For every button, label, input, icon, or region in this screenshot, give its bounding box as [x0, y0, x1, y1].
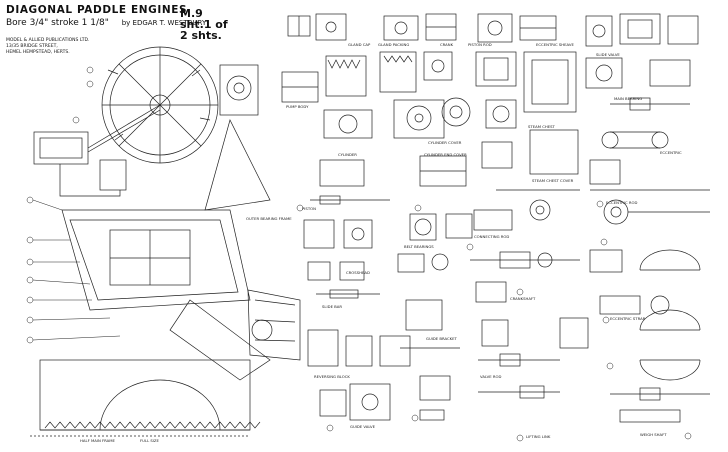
label-eccentric-strap: ECCENTRIC STRAP: [610, 316, 645, 321]
callout-circles: [26, 66, 121, 344]
sheet-code: M.9: [180, 7, 203, 20]
detail-column-4: [585, 13, 710, 423]
label-steam-chest: STEAM CHEST: [528, 124, 555, 129]
label-cylinder-end-cover: CYLINDER END COVER: [424, 152, 467, 157]
label-crankshaft: CRANKSHAFT: [510, 296, 536, 301]
label-gland-packing: GLAND PACKING: [378, 42, 410, 47]
label-piston: PISTON: [302, 206, 316, 211]
upper-engine-assembly: [33, 64, 271, 211]
publisher-line: 13/35 BRIDGE STREET,: [6, 44, 58, 49]
section-markers: [296, 200, 692, 442]
label-belt-bearings: BELT BEARINGS: [404, 244, 434, 249]
bore-stroke-line: Bore 3/4" stroke 1 1/8" by EDGAR T. WEST…: [6, 18, 206, 28]
label-eccentric: ECCENTRIC: [660, 150, 682, 155]
label-slide-bar: SLIDE BAR: [322, 304, 343, 309]
label-gland-cap: GLAND CAP: [348, 42, 371, 47]
label-scale: FULL SIZE: [140, 438, 159, 443]
label-outer-bearing-frame: OUTER BEARING FRAME: [246, 216, 292, 221]
label-eccentric-rod: ECCENTRIC ROD: [606, 200, 638, 205]
lower-engine-assembly: [30, 209, 301, 437]
label-crosshead: CROSSHEAD: [346, 270, 370, 275]
stroke-value: 1 1/8": [81, 18, 109, 28]
label-connecting-rod: CONNECTING ROD: [474, 234, 510, 239]
publisher-block: MODEL & ALLIED PUBLICATIONS LTD. 13/35 B…: [6, 38, 96, 56]
detail-column-1: [281, 13, 411, 421]
label-slide-valve: SLIDE VALVE: [596, 52, 620, 57]
label-eccentric-sheave: ECCENTRIC SHEAVE: [536, 42, 574, 47]
label-pump-body: PUMP BODY: [286, 104, 309, 109]
bore-value: 3/4": [29, 18, 49, 28]
author: by EDGAR T. WESTBURY: [121, 19, 207, 27]
sheet-count: 2 shts.: [180, 29, 222, 42]
bore-label: Bore: [6, 18, 27, 28]
stroke-label: stroke: [51, 18, 79, 28]
sheet-code-block: M.9 sht.1 of 2 shts.: [180, 8, 240, 41]
label-weigh-shaft: WEIGH SHAFT: [640, 432, 667, 437]
label-guide-valve: GUIDE VALVE: [350, 424, 376, 429]
label-lifting-link: LIFTING LINK: [526, 434, 551, 439]
label-valve-rod: VALVE ROD: [480, 374, 502, 379]
publisher-line: MODEL & ALLIED PUBLICATIONS LTD.: [6, 38, 90, 43]
title-block: DIAGONAL PADDLE ENGINES Bore 3/4" stroke…: [6, 4, 264, 66]
label-crank: CRANK: [440, 42, 454, 47]
label-steam-chest-cover: STEAM CHEST COVER: [532, 178, 574, 183]
label-cylinder-cover: CYLINDER COVER: [428, 140, 462, 145]
label-cylinder: CYLINDER: [338, 152, 357, 157]
sheet-of: sht.1 of: [180, 18, 228, 31]
label-main-bearing: MAIN BEARING: [614, 96, 643, 101]
label-reversing-block: REVERSING BLOCK: [314, 374, 350, 379]
label-main-frame: HALF MAIN FRAME: [80, 438, 115, 443]
detail-column-3: [470, 13, 589, 399]
drawing-title: DIAGONAL PADDLE ENGINES: [6, 4, 188, 16]
label-piston-rod: PISTON ROD: [468, 42, 492, 47]
label-guide-bracket: GUIDE BRACKET: [426, 336, 457, 341]
detail-column-2: [379, 13, 473, 421]
publisher-line: HEMEL HEMPSTEAD, HERTS.: [6, 50, 70, 55]
